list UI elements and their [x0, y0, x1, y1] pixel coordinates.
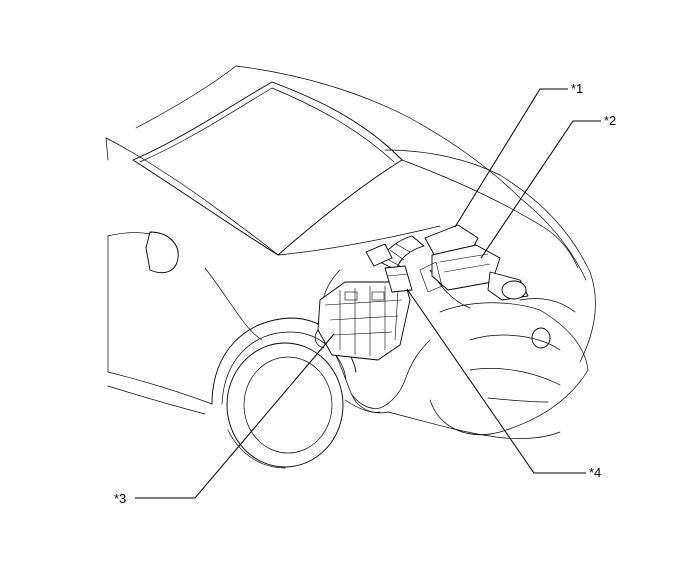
callout-labels: *1 *2 *3 *4 [114, 81, 616, 506]
intake-hose [365, 235, 425, 293]
leader-line-3 [135, 333, 335, 499]
car-body-outline [105, 65, 596, 469]
leader-lines [135, 88, 601, 499]
callout-label-3: *3 [114, 491, 126, 506]
leader-line-1 [454, 88, 568, 228]
air-cleaner-assembly [419, 224, 529, 301]
callout-label-1: *1 [571, 81, 583, 96]
callout-label-2: *2 [604, 113, 616, 128]
callout-label-4: *4 [589, 465, 601, 480]
front-wheel [226, 342, 344, 468]
inverter-assembly [314, 281, 411, 361]
emblem-icon [531, 327, 551, 349]
leader-line-2 [480, 120, 601, 259]
leader-line-4 [406, 288, 586, 474]
